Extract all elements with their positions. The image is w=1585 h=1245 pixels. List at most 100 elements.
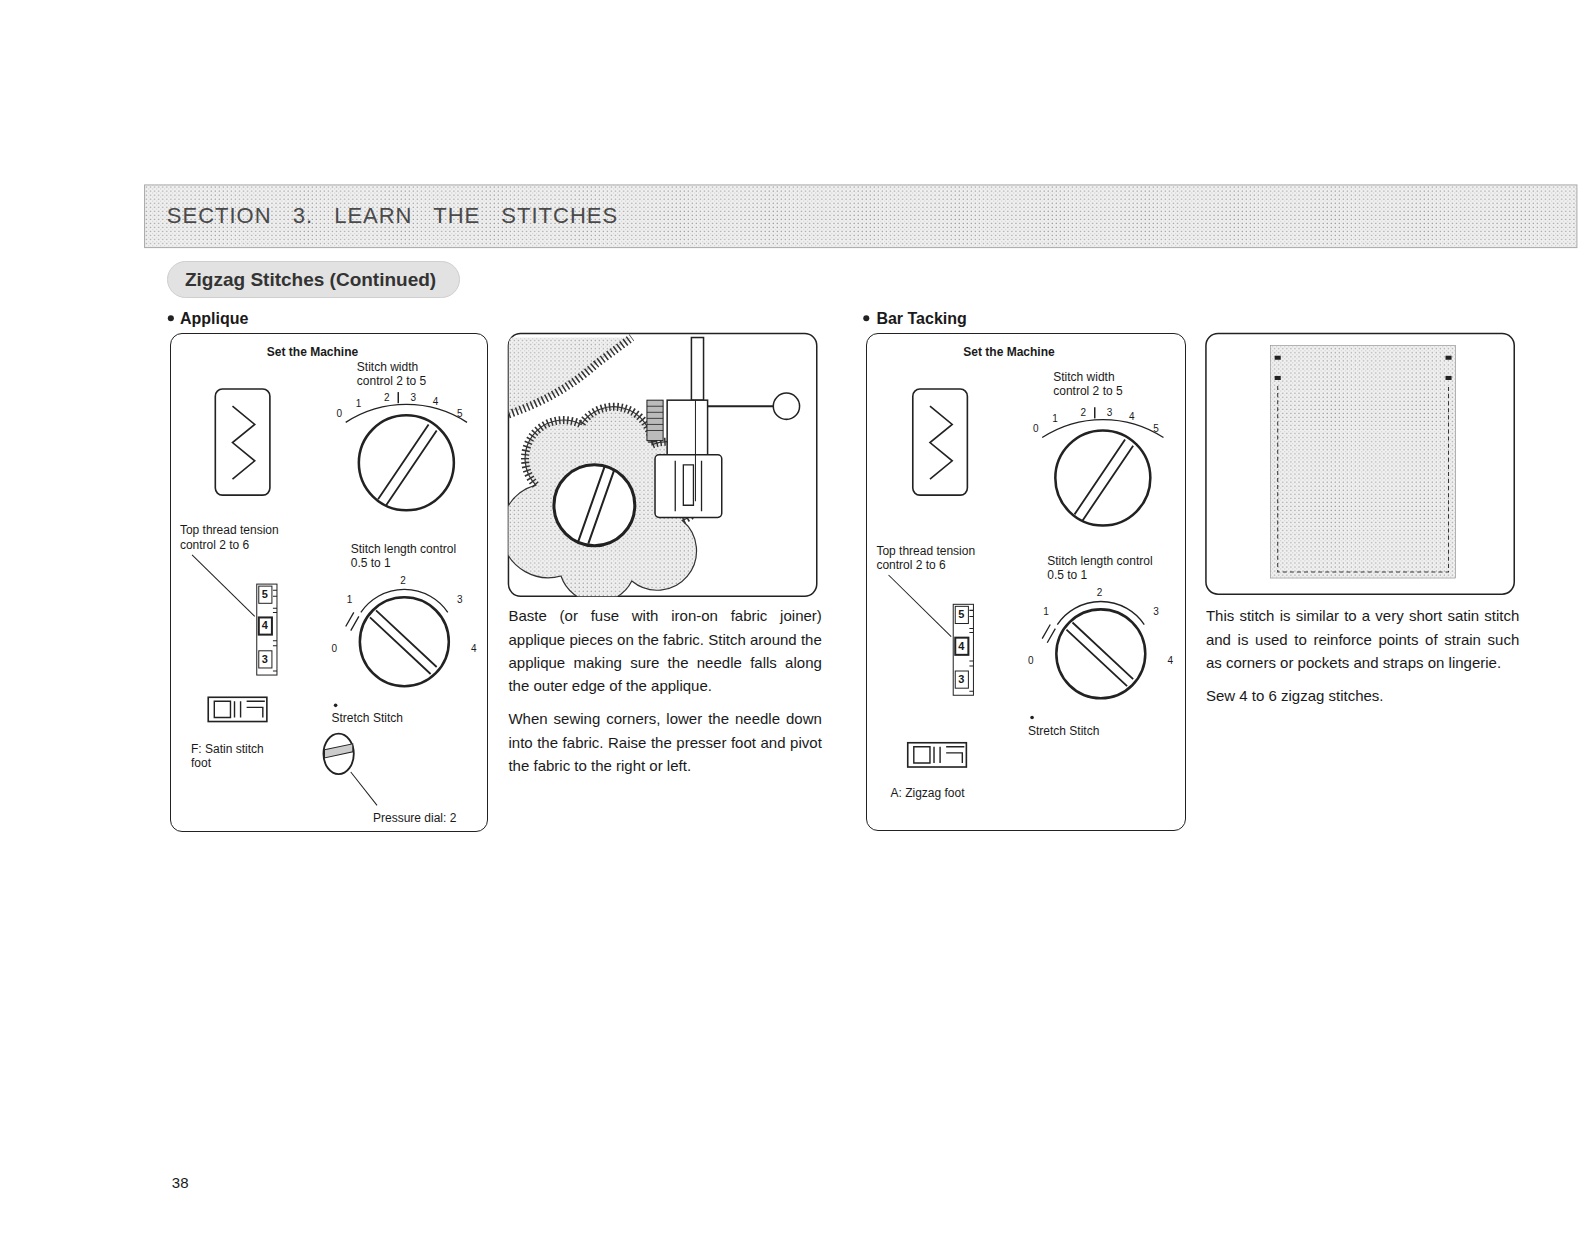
presser-foot-icon (214, 701, 265, 717)
dial-number: 0 (1028, 655, 1034, 667)
control-label: Stitch length control 0.5 to 1 (351, 542, 464, 571)
dial-number: 1 (1043, 606, 1049, 618)
bar-tack-illustration (1206, 333, 1514, 594)
instruction-text: This stitch is similar to a very short s… (1206, 604, 1519, 674)
applique-illustration (667, 400, 707, 455)
thread-tension-control (259, 617, 272, 634)
bar-tack-illustration (1275, 376, 1281, 380)
panel-heading: Set the Machine (267, 345, 358, 359)
dial-number: 0 (332, 643, 338, 655)
dial-number: 1 (1052, 413, 1058, 425)
pressure-dial (323, 734, 353, 774)
pressure-dial (323, 734, 377, 806)
thread-tension-control (192, 555, 255, 617)
applique-illustration (578, 467, 614, 544)
instruction-text: Baste (or fuse with iron-on fabric joine… (508, 604, 821, 697)
section-heading: Bar Tacking (876, 309, 966, 328)
dial-number: 3 (1107, 407, 1113, 419)
foot-label: A: Zigzag foot (891, 786, 965, 800)
thread-tension-control (273, 590, 277, 671)
tension-number: 4 (262, 619, 268, 632)
applique-illustration (647, 400, 663, 440)
title-pill: Zigzag Stitches (Continued) (167, 261, 460, 298)
bar-tack-illustration (1446, 376, 1452, 380)
control-label: Stitch width control 2 to 5 (357, 360, 450, 389)
tension-number: 5 (262, 588, 268, 601)
bar-tack-illustration (1206, 333, 1514, 594)
stitch-pattern-icon (215, 389, 270, 495)
dial-number: 2 (1097, 587, 1103, 599)
bar-tack-illustration (1271, 346, 1456, 578)
bullet (168, 315, 174, 321)
stitch-width-dial (346, 392, 467, 510)
dial-number: 1 (347, 594, 353, 606)
settings-panel: AppliqueSet the MachineStitch width cont… (170, 333, 488, 831)
thread-tension-control (259, 651, 272, 668)
dial-number: 3 (410, 392, 416, 404)
tension-number: 3 (262, 653, 268, 666)
control-label: Stretch Stitch (1028, 724, 1099, 738)
applique-illustration (691, 338, 703, 401)
stitch-width-dial (359, 415, 454, 510)
section-heading: SECTION 3. LEARN THE STITCHES (167, 203, 618, 229)
stitch-length-dial (334, 704, 338, 708)
dial-number: 4 (1129, 411, 1135, 423)
applique-illustration (695, 400, 696, 501)
dial-number: 0 (1033, 423, 1039, 435)
presser-foot-icon (908, 743, 967, 767)
pressure-dial (351, 772, 377, 805)
applique-illustration (647, 406, 663, 430)
dial-number: 5 (457, 408, 463, 420)
pressure-dial (324, 744, 352, 758)
thread-tension-control (889, 575, 974, 695)
dial-number: 4 (433, 396, 439, 408)
bar-tack-illustration (1275, 356, 1281, 360)
tension-number: 4 (958, 640, 964, 653)
presser-foot-icon (208, 697, 267, 721)
instruction-text: When sewing corners, lower the needle do… (508, 707, 821, 777)
control-label: Stretch Stitch (332, 711, 403, 725)
settings-panel: Bar TackingSet the MachineStitch width c… (866, 333, 1185, 830)
tension-number: 5 (958, 608, 964, 621)
applique-illustration (554, 465, 635, 546)
dial-number: 4 (471, 643, 477, 655)
stitch-pattern-icon (215, 389, 270, 495)
applique-illustration (708, 405, 774, 407)
page-subheading: Zigzag Stitches (Continued) (185, 269, 436, 292)
stitch-width-dial (1042, 407, 1163, 525)
dial-number: 5 (1153, 423, 1159, 435)
foot-label: F: Satin stitch foot (191, 742, 282, 771)
stitch-length-dial (334, 589, 449, 707)
stitch-length-dial (360, 597, 449, 686)
control-label: Pressure dial: 2 (373, 811, 456, 825)
dial-number: 2 (400, 575, 406, 587)
dial-number: 2 (1081, 407, 1087, 419)
thread-tension-control (257, 584, 277, 675)
control-label: Stitch width control 2 to 5 (1053, 370, 1146, 399)
applique-illustration (773, 393, 799, 419)
stitch-width-dial (398, 392, 400, 403)
stitch-width-dial (378, 424, 437, 505)
control-label: Top thread tension control 2 to 6 (180, 523, 311, 552)
control-label: Top thread tension control 2 to 6 (876, 544, 1007, 573)
presser-foot-icon (208, 697, 267, 721)
stitch-length-dial (346, 612, 359, 630)
section-band (145, 185, 1577, 248)
bullet (863, 315, 869, 321)
dial-number: 4 (1168, 655, 1174, 667)
dial-number: 3 (1153, 606, 1159, 618)
page-number: 38 (172, 1174, 189, 1192)
thread-tension-control (192, 555, 277, 675)
dial-number: 2 (384, 392, 390, 404)
bar-tack-illustration (1446, 356, 1452, 360)
applique-illustration (508, 338, 799, 597)
instruction-text: Sew 4 to 6 zigzag stitches. (1206, 684, 1519, 707)
applique-illustration (675, 461, 701, 512)
applique-illustration (655, 455, 722, 518)
dial-number: 0 (337, 408, 343, 420)
applique-illustration (501, 333, 817, 602)
bar-tack-illustration (1278, 386, 1449, 572)
panel-heading: Set the Machine (963, 345, 1054, 359)
dial-number: 3 (457, 594, 463, 606)
